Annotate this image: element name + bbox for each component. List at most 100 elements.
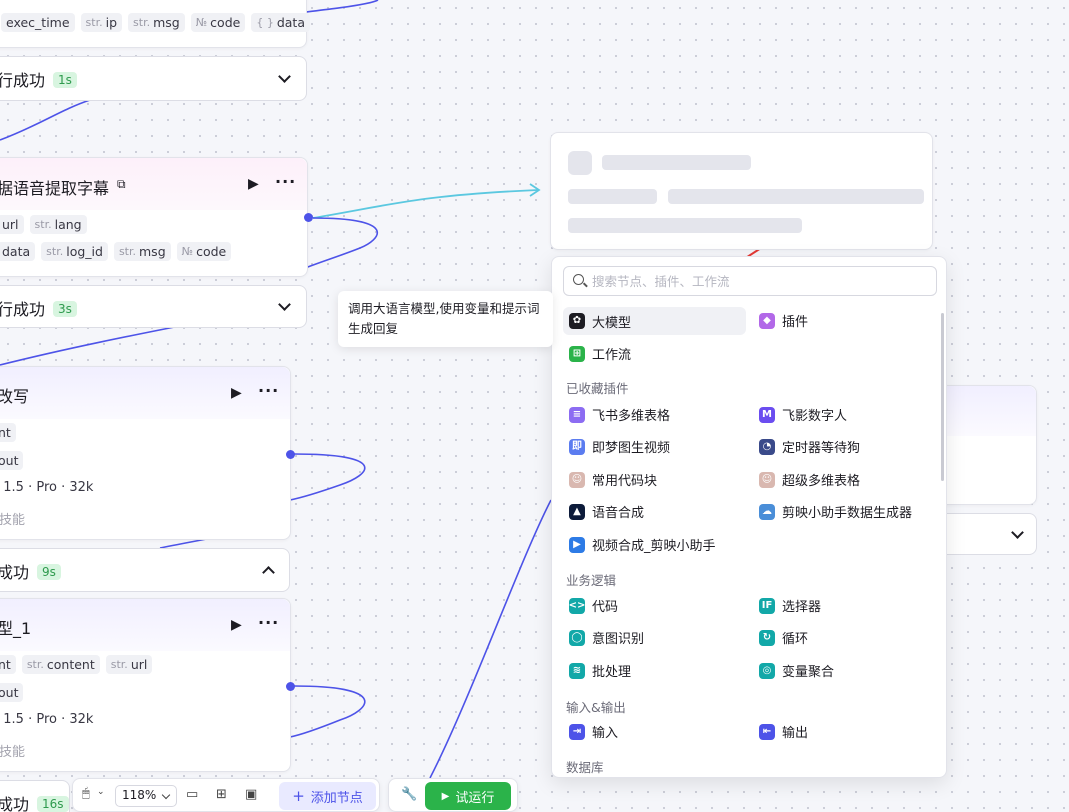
logic-node-item[interactable]: ◎ 变量聚合 <box>759 661 834 680</box>
model-info: · 1.5 · Pro · 32k <box>0 712 94 727</box>
node-title: 改写 <box>0 387 30 406</box>
wrench-icon[interactable]: 🔧 <box>401 787 418 802</box>
logic-node-item[interactable]: ◯ 意图识别 <box>569 628 644 647</box>
subtitle-node[interactable]: 据语音提取字幕 ⧉ ▶ ··· url str.lang data str.lo… <box>0 157 308 277</box>
jimeng-icon: 即 <box>569 438 585 455</box>
search-icon <box>573 274 584 285</box>
node-option-workflow[interactable]: ⊞ 工作流 <box>569 344 631 363</box>
favorite-plugin-item[interactable]: M 飞影数字人 <box>759 405 847 424</box>
favorite-plugin-item[interactable]: ▲ 语音合成 <box>569 502 644 521</box>
tts-icon: ▲ <box>569 503 585 520</box>
zoom-select[interactable]: 118% <box>115 785 177 807</box>
output-tag: out <box>0 451 24 470</box>
output-icon: ⇤ <box>759 723 775 740</box>
logic-node-item[interactable]: IF 选择器 <box>759 596 821 615</box>
duration-badge: 9s <box>37 564 61 580</box>
input-tag: str.lang <box>29 215 87 234</box>
section-database: 数据库 <box>566 760 604 775</box>
section-io: 输入&输出 <box>566 700 626 715</box>
favorite-plugin-item[interactable]: ☁ 剪映小助手数据生成器 <box>759 502 912 521</box>
favorite-plugin-item[interactable]: ▶ 视频合成_剪映小助手 <box>569 535 716 554</box>
node-option-llm[interactable]: ✿ 大模型 <box>563 307 746 335</box>
llm-node[interactable]: 型_1 ▶ ··· nt str.content str.url out · 1… <box>0 598 291 772</box>
video-compose-icon: ▶ <box>569 536 585 553</box>
add-node-button[interactable]: + 添加节点 <box>279 782 376 810</box>
output-tag: data <box>0 242 36 261</box>
output-port[interactable] <box>304 213 313 222</box>
timer-dog-icon: ◔ <box>759 438 775 455</box>
aggregate-icon: ◎ <box>759 662 775 679</box>
intent-icon: ◯ <box>569 629 585 646</box>
favorite-plugin-item[interactable]: ≡ 飞书多维表格 <box>569 405 670 424</box>
input-tag: nt <box>0 655 16 674</box>
output-port[interactable] <box>286 682 295 691</box>
output-tag: { }data <box>251 13 310 32</box>
edge <box>289 685 366 738</box>
canvas-toolbar: 🖱 ⌄ 118% ▭ ⊞ ▣ + 添加节点 <box>72 778 380 812</box>
favorite-plugin-item[interactable]: ☺ 超级多维表格 <box>759 470 860 489</box>
section-logic: 业务逻辑 <box>566 573 617 588</box>
placeholder-node[interactable] <box>550 132 933 250</box>
chevron-down-icon[interactable] <box>1011 526 1024 539</box>
output-port[interactable] <box>286 450 295 459</box>
play-icon[interactable]: ▶ <box>231 617 242 633</box>
favorite-plugin-item[interactable]: ☺ 常用代码块 <box>569 470 657 489</box>
favorite-plugin-item[interactable]: ◔ 定时器等待狗 <box>759 437 860 456</box>
test-run-button[interactable]: ▶ 试运行 <box>425 782 511 810</box>
play-icon[interactable]: ▶ <box>231 385 242 401</box>
rewrite-llm-node[interactable]: 改写 ▶ ··· nt out · 1.5 · Pro · 32k 技能 <box>0 366 291 540</box>
input-icon: ⇥ <box>569 723 585 740</box>
more-icon[interactable]: ··· <box>258 613 280 632</box>
more-icon[interactable]: ··· <box>258 381 280 400</box>
plugin-icon: ◆ <box>759 312 775 329</box>
skeleton-line <box>568 189 657 204</box>
search-input[interactable] <box>592 272 922 290</box>
mouse-mode-icon[interactable]: 🖱 <box>82 786 90 801</box>
code-block-icon: ☺ <box>569 471 585 488</box>
favorite-plugin-item[interactable]: 即 即梦图生视频 <box>569 437 670 456</box>
node-picker-popup[interactable]: ✿ 大模型 ◆ 插件 ⊞ 工作流 已收藏插件 ≡ 飞书多维表格 M 飞影数字人 … <box>551 256 947 778</box>
chevron-down-icon[interactable]: ⌄ <box>97 787 105 797</box>
llm-icon: ✿ <box>569 313 585 329</box>
popup-scrollbar[interactable] <box>941 313 944 481</box>
output-tag: str.ip <box>80 13 123 32</box>
logic-node-item[interactable]: ↻ 循环 <box>759 628 808 647</box>
model-info: · 1.5 · Pro · 32k <box>0 480 94 495</box>
input-tag: str.url <box>105 655 153 674</box>
search-box[interactable] <box>563 266 937 296</box>
llm-tooltip: 调用大语言模型,使用变量和提示词生成回复 <box>338 291 553 347</box>
logic-node-item[interactable]: ≋ 批处理 <box>569 661 631 680</box>
loop-icon: ↻ <box>759 629 775 646</box>
section-favorites: 已收藏插件 <box>566 381 629 396</box>
copy-icon: ⧉ <box>117 177 126 191</box>
play-icon[interactable]: ▶ <box>248 176 259 192</box>
status-text: 行成功 <box>0 300 46 319</box>
minimap-icon[interactable]: ▣ <box>245 787 258 802</box>
node-option-plugin[interactable]: ◆ 插件 <box>759 311 808 330</box>
edge <box>312 189 539 219</box>
chevron-down-icon[interactable] <box>278 298 291 311</box>
chevron-up-icon[interactable] <box>262 566 275 579</box>
more-icon[interactable]: ··· <box>275 172 297 191</box>
skill-label: 技能 <box>0 745 26 760</box>
chevron-down-icon[interactable] <box>278 70 291 83</box>
output-tag: str.log_id <box>41 242 108 261</box>
skill-label: 技能 <box>0 513 26 528</box>
layout-icon[interactable]: ⊞ <box>216 787 227 802</box>
play-icon: ▶ <box>441 790 450 802</box>
io-node-item[interactable]: ⇤ 输出 <box>759 722 808 741</box>
code-icon: <> <box>569 597 585 614</box>
logic-node-item[interactable]: <> 代码 <box>568 597 619 615</box>
comment-icon[interactable]: ▭ <box>186 787 199 802</box>
skeleton-line <box>602 155 751 170</box>
node-title: 型_1 <box>0 619 32 638</box>
io-node-item[interactable]: ⇥ 输入 <box>569 722 618 741</box>
